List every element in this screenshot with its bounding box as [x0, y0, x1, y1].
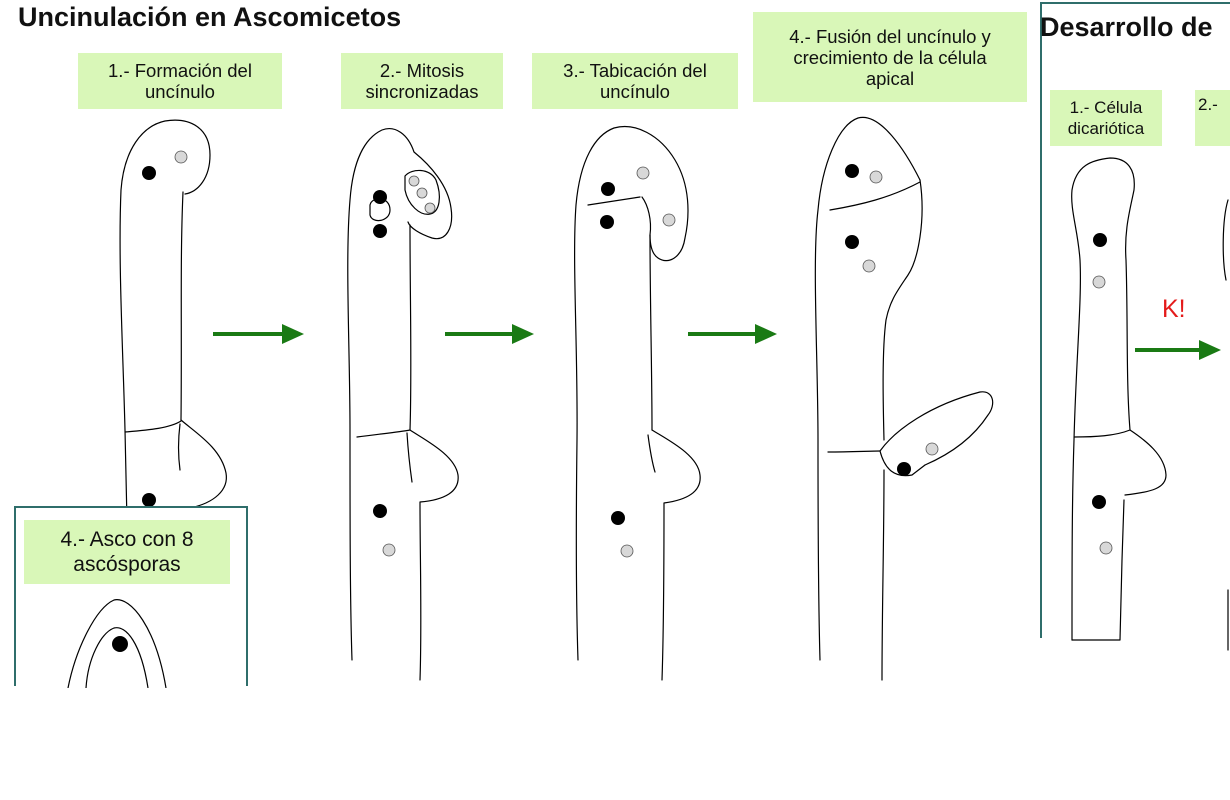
- right-title: Desarrollo de: [1040, 12, 1213, 42]
- step-4-label: 4.- Fusión del uncínulo y crecimiento de…: [753, 12, 1027, 102]
- nucleus-light: [174, 150, 188, 164]
- nucleus-dark: [373, 224, 387, 238]
- stage-2-cell: [347, 128, 459, 681]
- right-step-2-line1: 2.-: [1198, 95, 1218, 114]
- nucleus-dark: [897, 462, 911, 476]
- step-4-line3: apical: [865, 67, 915, 89]
- step-4-line1: 4.- Fusión del uncínulo y: [789, 25, 991, 47]
- left-title: Uncinulación en Ascomicetos: [18, 2, 402, 32]
- nucleus-light: [424, 202, 436, 214]
- nucleus-light: [382, 543, 396, 557]
- nucleus-dark: [845, 164, 859, 178]
- nucleus-dark: [373, 190, 387, 204]
- step-2-line1: 2.- Mitosis: [379, 60, 465, 81]
- nucleus-dark: [142, 493, 156, 507]
- nucleus-dark: [1092, 495, 1106, 509]
- arrow-right-k: [1135, 340, 1221, 360]
- nucleus-dark: [601, 182, 615, 196]
- inset-line1: 4.- Asco con 8: [60, 528, 194, 551]
- nucleus-light: [869, 170, 883, 184]
- nucleus-dark: [600, 215, 614, 229]
- nucleus-light: [408, 175, 420, 187]
- nucleus-dark: [142, 166, 156, 180]
- step-2-line2: sincronizadas: [365, 81, 479, 102]
- nucleus-dark: [611, 511, 625, 525]
- nucleus-light: [1092, 275, 1106, 289]
- right-step-1-line1: 1.- Célula: [1069, 98, 1143, 117]
- nucleus-light: [620, 544, 634, 558]
- nucleus-dark: [112, 636, 128, 652]
- stage-3-cell: [574, 126, 701, 681]
- nucleus-light: [662, 213, 676, 227]
- nucleus-dark: [845, 235, 859, 249]
- k-mark: K!: [1162, 295, 1186, 323]
- arrow-3-to-4: [688, 324, 777, 344]
- arrow-2-to-3: [445, 324, 534, 344]
- step-1-label: 1.- Formación del uncínulo: [78, 53, 282, 109]
- step-4-line2: crecimiento de la célula: [793, 46, 987, 68]
- ascus-drawing: [67, 599, 167, 688]
- step-2-label: 2.- Mitosis sincronizadas: [341, 53, 503, 109]
- ascus-inset: 4.- Asco con 8 ascósporas: [14, 506, 248, 688]
- inset-label: 4.- Asco con 8 ascósporas: [24, 520, 230, 584]
- step-1-line1: 1.- Formación del: [108, 60, 252, 81]
- nucleus-light: [862, 259, 876, 273]
- step-3-label: 3.- Tabicación del uncínulo: [532, 53, 738, 109]
- right-step-2-label: 2.-: [1195, 90, 1230, 146]
- right-step-1-line2: dicariótica: [1067, 119, 1145, 138]
- right-cell: [1071, 157, 1229, 651]
- step-1-line2: uncínulo: [145, 81, 215, 102]
- nucleus-light: [1099, 541, 1113, 555]
- step-3-line2: uncínulo: [600, 81, 670, 102]
- nucleus-dark: [1093, 233, 1107, 247]
- right-panel-frame: [1040, 2, 1230, 638]
- arrow-1-to-2: [213, 324, 304, 344]
- step-3-line1: 3.- Tabicación del: [563, 60, 707, 81]
- stage-4-cell: [814, 116, 994, 681]
- right-step-1-label: 1.- Célula dicariótica: [1050, 90, 1162, 146]
- nucleus-light: [636, 166, 650, 180]
- nucleus-light: [925, 442, 939, 456]
- inset-line2: ascósporas: [73, 553, 181, 576]
- nucleus-dark: [373, 504, 387, 518]
- nucleus-light: [416, 187, 428, 199]
